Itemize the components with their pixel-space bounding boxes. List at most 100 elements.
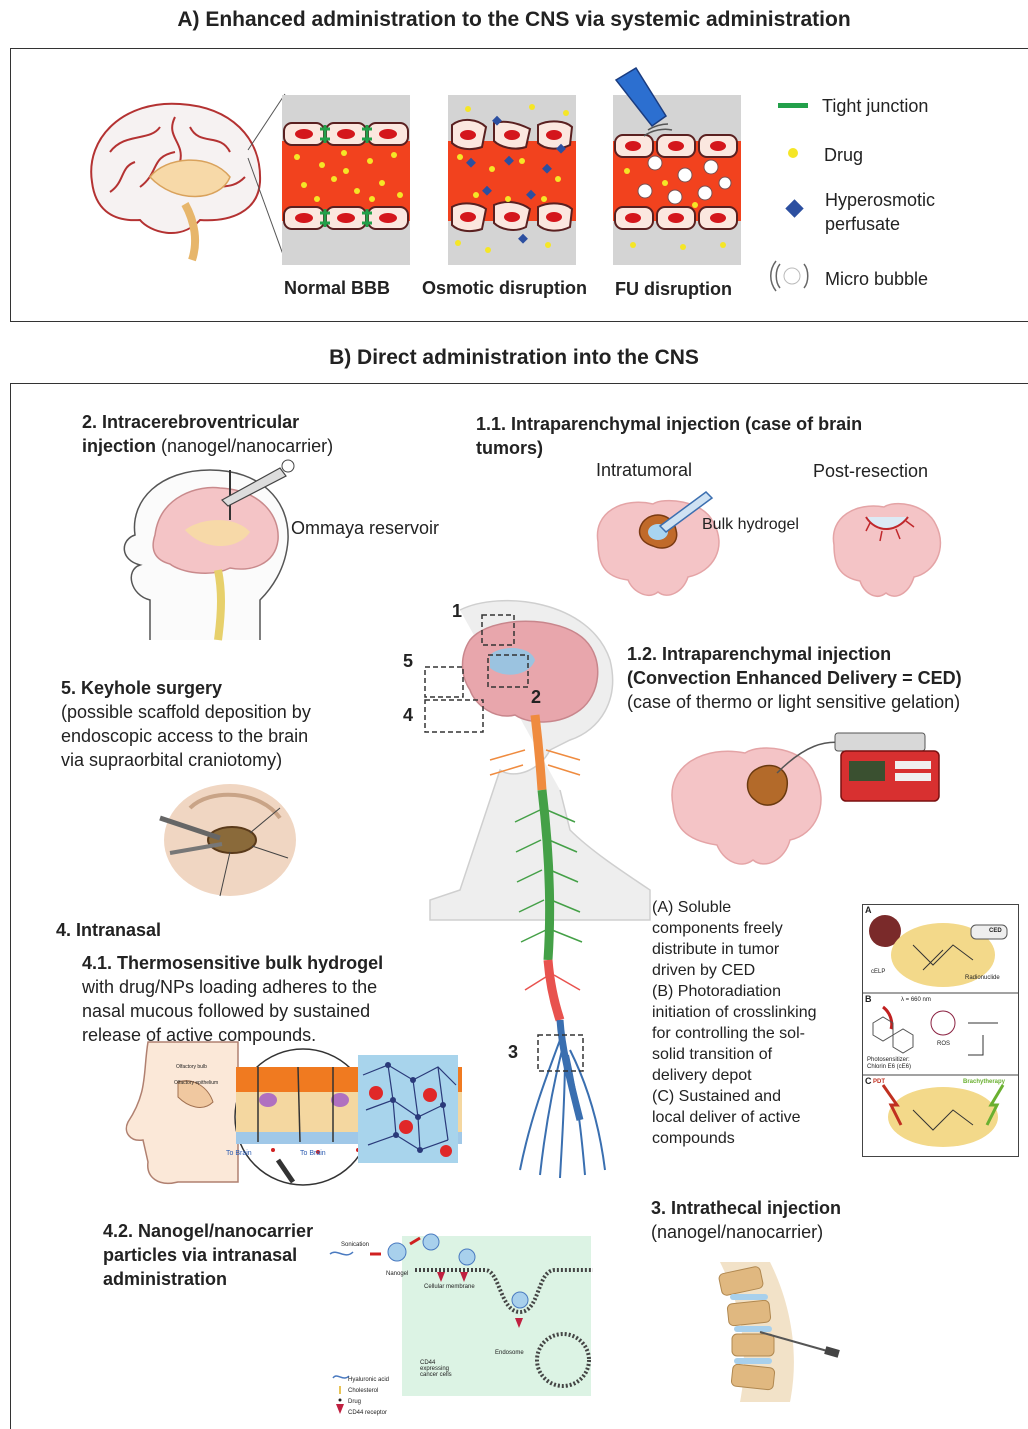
icv-heading-line2: injection — [82, 436, 156, 456]
ced-note-7: for controlling the sol- — [652, 1023, 817, 1044]
intrathecal-heading: 3. Intrathecal injection — [651, 1196, 841, 1220]
cd44-cells-label: CD44 expressing cancer cells — [420, 1360, 466, 1378]
spine-injection-illustration — [700, 1262, 840, 1402]
intranasal-41-block: 4.1. Thermosensitive bulk hydrogel with … — [82, 951, 383, 1047]
brain-coronal-post-resection — [826, 497, 946, 602]
ip12-heading-line2: (Convection Enhanced Delivery = CED) — [627, 666, 962, 690]
ced-fig-celp: cELP — [871, 969, 885, 975]
intranasal-heading: 4. Intranasal — [56, 918, 161, 942]
ced-note-10: (C) Sustained and — [652, 1086, 817, 1107]
keyhole-block: 5. Keyhole surgery (possible scaffold de… — [61, 676, 311, 772]
ced-note-3: distribute in tumor — [652, 939, 817, 960]
section-a-title: A) Enhanced administration to the CNS vi… — [0, 8, 1028, 32]
head-profile-illustration — [110, 460, 320, 640]
nanogel-heading-line-2: particles via intranasal — [103, 1243, 313, 1267]
ced-fig-label-c: C — [865, 1076, 872, 1086]
micro-bubble-icon — [772, 258, 812, 294]
nanogel-heading-line-1: 4.2. Nanogel/nanocarrier — [103, 1219, 313, 1243]
ip12-block: 1.2. Intraparenchymal injection (Convect… — [627, 642, 962, 714]
post-resection-label: Post-resection — [813, 459, 928, 483]
ced-fig-ros: ROS — [937, 1041, 950, 1047]
panel-label-normal: Normal BBB — [284, 276, 390, 300]
legend-micro-bubble-label: Micro bubble — [825, 267, 928, 291]
intrathecal-sub: (nanogel/nanocarrier) — [651, 1220, 841, 1244]
panel-label-fu: FU disruption — [615, 277, 732, 301]
ip12-heading-line1: 1.2. Intraparenchymal injection — [627, 642, 962, 666]
ced-notes: (A) Soluble components freely distribute… — [652, 897, 817, 1149]
intranasal-41-line-2: nasal mucous followed by sustained — [82, 999, 383, 1023]
nanogel-legend-chol: Cholesterol — [348, 1386, 389, 1397]
intranasal-41-heading: 4.1. Thermosensitive bulk hydrogel — [82, 951, 383, 975]
tight-junction-icon — [778, 103, 808, 108]
intratumoral-label: Intratumoral — [596, 458, 692, 482]
nanogel-heading: 4.2. Nanogel/nanocarrier particles via i… — [103, 1219, 313, 1291]
ced-note-9: delivery depot — [652, 1065, 817, 1086]
to-brain-label-2: To Brain — [300, 1150, 326, 1157]
legend-drug-label: Drug — [824, 143, 863, 167]
brain-sagittal-illustration — [80, 92, 280, 262]
normal-bbb-panel — [282, 95, 410, 265]
marker-5: 5 — [403, 649, 413, 673]
ced-mechanism-figure: A B C CED cELP Radionuclide λ = 660 nm P… — [862, 904, 1019, 1157]
marker-1: 1 — [452, 599, 462, 623]
keyhole-line-2: endoscopic access to the brain — [61, 724, 311, 748]
ced-fig-label-a: A — [865, 905, 872, 915]
olfactory-epithelium-label: Olfactory epithelium — [174, 1080, 218, 1086]
osmotic-disruption-diagram — [448, 95, 576, 265]
keyhole-line-1: (possible scaffold deposition by — [61, 700, 311, 724]
marker-3: 3 — [508, 1040, 518, 1064]
ip11-heading-line2: tumors) — [476, 436, 862, 460]
keyhole-surgery-illustration — [160, 778, 300, 898]
ced-brain-pump-illustration — [665, 725, 955, 885]
legend-hyperosmotic-label: Hyperosmotic perfusate — [825, 188, 965, 236]
nanogel-label: Nanogel — [386, 1271, 408, 1277]
marker-4: 4 — [403, 703, 413, 727]
drug-dot-icon — [788, 148, 798, 158]
ced-fig-ps2: Chlorin E6 (cE6) — [867, 1064, 911, 1070]
nanogel-legend: Hyaluronic acid Cholesterol Drug CD44 re… — [348, 1375, 389, 1419]
ced-fig-ced: CED — [989, 928, 1002, 934]
ip11-heading: 1.1. Intraparenchymal injection (case of… — [476, 412, 862, 460]
nanogel-legend-cd44: CD44 receptor — [348, 1408, 389, 1419]
ced-note-6: initiation of crosslinking — [652, 1002, 817, 1023]
ced-fig-pdt: PDT — [873, 1079, 885, 1085]
normal-bbb-diagram — [282, 95, 410, 265]
ced-note-12: compounds — [652, 1128, 817, 1149]
brain-coronal-intratumoral — [588, 492, 728, 602]
ced-note-2: components freely — [652, 918, 817, 939]
hydrogel-network-illustration — [358, 1055, 458, 1163]
section-b-title: B) Direct administration into the CNS — [0, 346, 1028, 370]
ip11-heading-line1: 1.1. Intraparenchymal injection (case of… — [476, 412, 862, 436]
marker-2: 2 — [531, 685, 541, 709]
osmotic-panel — [448, 95, 576, 265]
ip12-sub: (case of thermo or light sensitive gelat… — [627, 690, 962, 714]
ced-note-1: (A) Soluble — [652, 897, 817, 918]
ced-note-4: driven by CED — [652, 960, 817, 981]
ommaya-reservoir-label: Ommaya reservoir — [291, 516, 439, 540]
nanogel-heading-line-3: administration — [103, 1267, 313, 1291]
icv-heading-line1: 2. Intracerebroventricular — [82, 410, 333, 434]
ced-note-11: local deliver of active — [652, 1107, 817, 1128]
ced-fig-label-b: B — [865, 994, 872, 1004]
sonication-label: Sonication — [341, 1242, 369, 1248]
ced-mechanism-drawing — [863, 905, 1018, 1156]
ced-fig-ps: Photosensitizer: — [867, 1057, 910, 1063]
to-brain-label-1: To Brain — [226, 1150, 252, 1157]
icv-heading: 2. Intracerebroventricular injection (na… — [82, 410, 333, 458]
panel-label-osmotic: Osmotic disruption — [422, 276, 587, 300]
ced-fig-brachy: Brachytherapy — [963, 1079, 1005, 1085]
ced-note-5: (B) Photoradiation — [652, 981, 817, 1002]
intranasal-41-line-1: with drug/NPs loading adheres to the — [82, 975, 383, 999]
endosome-label: Endosome — [495, 1350, 524, 1356]
keyhole-heading: 5. Keyhole surgery — [61, 676, 311, 700]
ced-note-8: solid transition of — [652, 1044, 817, 1065]
bulk-hydrogel-label: Bulk hydrogel — [702, 514, 799, 535]
ced-fig-radio: Radionuclide — [965, 975, 1000, 981]
ultrasound-transducer-icon — [614, 68, 674, 138]
keyhole-line-3: via supraorbital craniotomy) — [61, 748, 311, 772]
intrathecal-block: 3. Intrathecal injection (nanogel/nanoca… — [651, 1196, 841, 1244]
ced-fig-wave: λ = 660 nm — [901, 997, 931, 1003]
nanogel-legend-drug: Drug — [348, 1397, 389, 1408]
olfactory-bulb-label: Olfactory bulb — [176, 1064, 207, 1070]
icv-heading-suffix: (nanogel/nanocarrier) — [156, 436, 333, 456]
